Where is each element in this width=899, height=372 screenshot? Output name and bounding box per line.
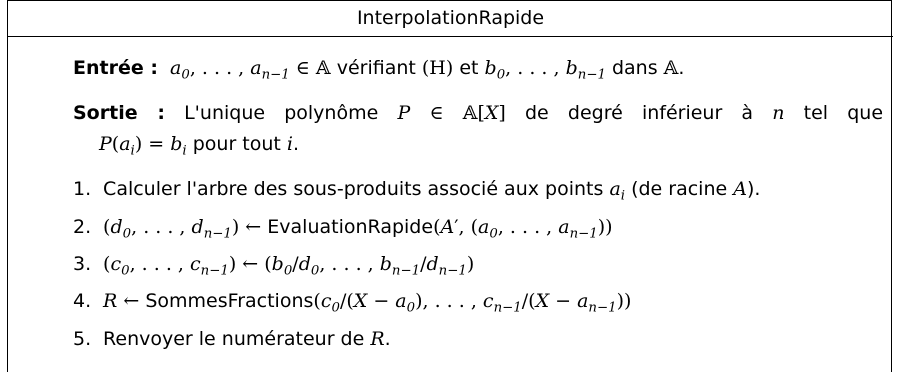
dans-word: dans bbox=[611, 57, 658, 79]
input-line: Entrée : a0, . . . , an−1 ∈ 𝔸 vérifiant … bbox=[73, 57, 685, 83]
step-2: 2. (d0, . . . , dn−1) ← EvaluationRapide… bbox=[73, 216, 613, 242]
step-4: 4. R ← SommesFractions(c0/(X − a0), . . … bbox=[73, 290, 632, 316]
output-text-1: L'unique polynôme bbox=[184, 102, 379, 124]
output-text-3: tel que bbox=[803, 102, 884, 124]
step-5: 5. Renvoyer le numérateur de R. bbox=[73, 328, 391, 350]
output-text-2: de degré inférieur à bbox=[524, 102, 754, 124]
step-1-number: 1. bbox=[73, 178, 92, 200]
step-3-number: 3. bbox=[73, 253, 92, 275]
step-3: 3. (c0, . . . , cn−1) ← (b0/d0, . . . , … bbox=[73, 253, 475, 279]
step-2-number: 2. bbox=[73, 216, 92, 238]
algorithm-box: InterpolationRapide Entrée : a0, . . . ,… bbox=[7, 0, 893, 372]
output-line-2: P(ai) = bi pour tout i. bbox=[99, 133, 300, 159]
eval-function: EvaluationRapide bbox=[267, 216, 434, 238]
pour-tout-word: pour tout bbox=[192, 133, 281, 155]
sommes-function: SommesFractions bbox=[145, 290, 314, 312]
step-5-text: Renvoyer le numérateur de bbox=[103, 328, 365, 350]
input-label: Entrée : bbox=[73, 57, 158, 79]
title-divider bbox=[8, 36, 893, 37]
verifiant-word: vérifiant bbox=[336, 57, 416, 79]
step-1: 1. Calculer l'arbre des sous-produits as… bbox=[73, 178, 761, 204]
et-word: et bbox=[459, 57, 479, 79]
step-5-number: 5. bbox=[73, 328, 92, 350]
step-1-text: Calculer l'arbre des sous-produits assoc… bbox=[103, 178, 604, 200]
step-1-racine: (de racine bbox=[631, 178, 728, 200]
step-4-number: 4. bbox=[73, 290, 92, 312]
output-line-1: Sortie : L'unique polynôme P ∈ 𝔸[X] de d… bbox=[73, 102, 884, 124]
output-label: Sortie : bbox=[73, 102, 165, 124]
algorithm-title: InterpolationRapide bbox=[356, 7, 545, 29]
